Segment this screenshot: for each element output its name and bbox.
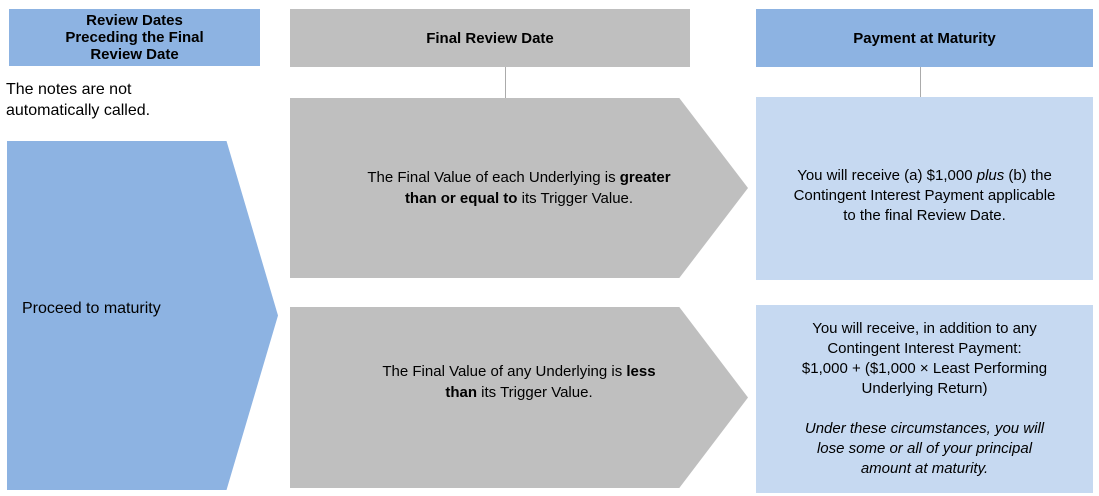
connector-line-payment-at-maturity	[920, 67, 922, 98]
outcome-principal-plus-interest-text: You will receive (a) $1,000 plus (b) the…	[793, 166, 1056, 224]
condition-greater-than-or-equal-text: The Final Value of each Underlying is gr…	[367, 169, 671, 207]
column-header-final-review-date: Final Review Date	[290, 9, 690, 67]
column-header-payment-at-maturity-label: Payment at Maturity	[853, 29, 996, 47]
column-header-final-review-date-label: Final Review Date	[426, 29, 554, 47]
condition-arrow-greater-than-or-equal: The Final Value of each Underlying is gr…	[290, 98, 748, 278]
proceed-to-maturity-label: Proceed to maturity	[22, 300, 161, 317]
condition-less-than-text: The Final Value of any Underlying is les…	[382, 362, 656, 401]
column-header-payment-at-maturity: Payment at Maturity	[756, 9, 1093, 67]
connector-line-final-review-date	[505, 67, 507, 98]
proceed-to-maturity-arrow: Proceed to maturity	[7, 141, 278, 490]
outcome-box-principal-plus-interest: You will receive (a) $1,000 plus (b) the…	[756, 97, 1093, 280]
condition-arrow-less-than: The Final Value of any Underlying is les…	[290, 307, 748, 488]
